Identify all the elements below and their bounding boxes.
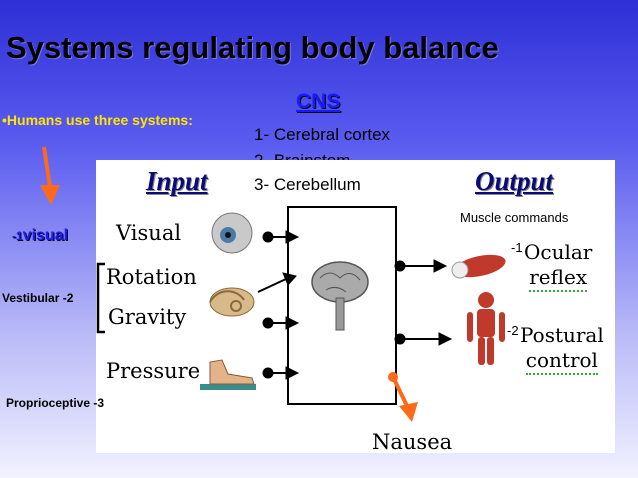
- output-ocular: Ocular: [524, 240, 593, 264]
- visual-num: -1: [12, 229, 23, 243]
- vestibular-label: Vestibular -2: [2, 291, 74, 305]
- input-header: Input: [146, 166, 208, 196]
- output-postural: Postural: [520, 323, 604, 347]
- intro-bullet: •Humans use three systems:: [2, 112, 193, 128]
- down-arrow-icon: [40, 146, 60, 205]
- ear-icon: [209, 287, 255, 317]
- output-control: control: [525, 348, 598, 375]
- input-connectors: [257, 230, 300, 380]
- visual-text: visual: [22, 227, 69, 244]
- input-pressure: Pressure: [106, 359, 201, 383]
- output-num-1: -1: [511, 240, 523, 255]
- cns-item-cerebellum: 3- Cerebellum: [254, 175, 361, 194]
- vestibular-bracket: [96, 262, 105, 334]
- input-visual: Visual: [116, 221, 182, 245]
- output-postural-control: Postural control: [520, 323, 604, 375]
- muscle-commands-label: Muscle commands: [460, 210, 569, 225]
- brain-icon: [311, 261, 369, 331]
- output-connectors: [394, 259, 453, 346]
- output-reflex: reflex: [529, 265, 588, 292]
- slide-title: Systems regulating body balance: [6, 30, 499, 65]
- cns-heading: CNS: [296, 90, 341, 113]
- output-ocular-reflex: Ocular reflex: [524, 240, 592, 292]
- eye-icon: [211, 212, 253, 254]
- input-gravity: Gravity: [108, 305, 187, 329]
- proprioceptive-label: Proprioceptive -3: [6, 396, 105, 410]
- output-header: Output: [475, 166, 554, 196]
- body-muscle-icon: [467, 292, 505, 365]
- foot-icon: [200, 359, 256, 390]
- output-num-2: -2: [507, 323, 519, 338]
- nausea-label: Nausea: [372, 430, 453, 454]
- nausea-arrow-icon: [388, 372, 418, 422]
- input-rotation: Rotation: [106, 265, 197, 289]
- visual-label: -1visual: [12, 227, 68, 245]
- cns-item-cortex: 1- Cerebral cortex: [254, 125, 391, 144]
- eye-muscle-icon: [451, 254, 506, 279]
